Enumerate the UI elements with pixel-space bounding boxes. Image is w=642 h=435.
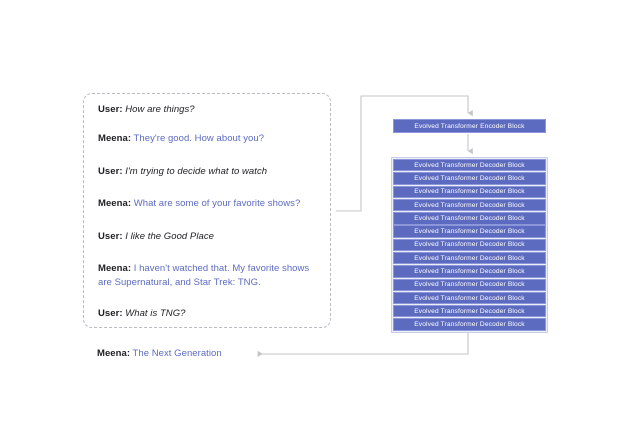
connector-decoder-to-output <box>257 333 469 358</box>
decoder-block: Evolved Transformer Decoder Block <box>393 305 546 318</box>
decoder-block-label: Evolved Transformer Decoder Block <box>414 254 525 262</box>
turn-speaker: Meena: <box>98 133 132 144</box>
decoder-block-label: Evolved Transformer Decoder Block <box>414 294 525 302</box>
decoder-block: Evolved Transformer Decoder Block <box>393 185 546 198</box>
decoder-block-label: Evolved Transformer Decoder Block <box>414 188 525 196</box>
decoder-block-label: Evolved Transformer Decoder Block <box>414 307 525 315</box>
final-answer: Meena: The Next Generation <box>97 347 222 360</box>
turn-utterance: They're good. How about you? <box>131 133 265 144</box>
decoder-block: Evolved Transformer Decoder Block <box>393 212 546 225</box>
turn-utterance: I haven't watched that. My favorite show… <box>98 263 310 288</box>
decoder-block-label: Evolved Transformer Decoder Block <box>414 321 525 329</box>
decoder-block: Evolved Transformer Decoder Block <box>393 225 546 238</box>
decoder-block: Evolved Transformer Decoder Block <box>393 198 546 212</box>
decoder-stack: Evolved Transformer Decoder Block Evolve… <box>391 157 548 333</box>
encoder-block-label: Evolved Transformer Encoder Block <box>414 122 525 130</box>
decoder-block: Evolved Transformer Decoder Block <box>393 291 546 305</box>
connector-input-to-encoder <box>336 95 473 212</box>
decoder-block: Evolved Transformer Decoder Block <box>393 265 546 278</box>
turn-utterance: I like the Good Place <box>122 231 214 242</box>
turn-speaker: User: <box>98 231 123 242</box>
turn-speaker: Meena: <box>98 198 132 209</box>
decoder-block: Evolved Transformer Decoder Block <box>393 251 546 265</box>
conversation-turn: User: I like the Good Place <box>98 230 322 244</box>
turn-speaker: Meena: <box>98 263 132 274</box>
decoder-block: Evolved Transformer Decoder Block <box>393 278 546 291</box>
decoder-block-label: Evolved Transformer Decoder Block <box>414 214 525 222</box>
conversation-turn: Meena: I haven't watched that. My favori… <box>98 262 322 289</box>
turn-speaker: User: <box>98 104 123 115</box>
final-answer-speaker: Meena: <box>97 348 131 359</box>
conversation-turn: Meena: What are some of your favorite sh… <box>98 197 322 211</box>
decoder-block-label: Evolved Transformer Decoder Block <box>414 201 525 209</box>
conversation-turn: Meena: They're good. How about you? <box>98 132 322 146</box>
turn-utterance: What are some of your favorite shows? <box>131 198 301 209</box>
decoder-block: Evolved Transformer Decoder Block <box>393 318 546 331</box>
decoder-block-label: Evolved Transformer Decoder Block <box>414 241 525 249</box>
final-answer-utterance: The Next Generation <box>130 348 222 359</box>
turn-speaker: User: <box>98 166 123 177</box>
turn-utterance: What is TNG? <box>122 308 186 319</box>
conversation-turn: User: I'm trying to decide what to watch <box>98 165 322 179</box>
decoder-block-label: Evolved Transformer Decoder Block <box>414 228 525 236</box>
turn-utterance: How are things? <box>122 104 195 115</box>
conversation-turn: User: What is TNG? <box>98 307 322 321</box>
encoder-block: Evolved Transformer Encoder Block <box>393 119 546 133</box>
decoder-block: Evolved Transformer Decoder Block <box>393 172 546 185</box>
turn-utterance: I'm trying to decide what to watch <box>122 166 268 177</box>
decoder-block: Evolved Transformer Decoder Block <box>393 159 546 172</box>
decoder-block: Evolved Transformer Decoder Block <box>393 238 546 252</box>
decoder-block-label: Evolved Transformer Decoder Block <box>414 161 525 169</box>
decoder-block-label: Evolved Transformer Decoder Block <box>414 281 525 289</box>
decoder-block-label: Evolved Transformer Decoder Block <box>414 267 525 275</box>
conversation-turn: User: How are things? <box>98 103 322 117</box>
decoder-block-label: Evolved Transformer Decoder Block <box>414 174 525 182</box>
turn-speaker: User: <box>98 308 123 319</box>
conversation-box: User: How are things? Meena: They're goo… <box>83 93 331 328</box>
